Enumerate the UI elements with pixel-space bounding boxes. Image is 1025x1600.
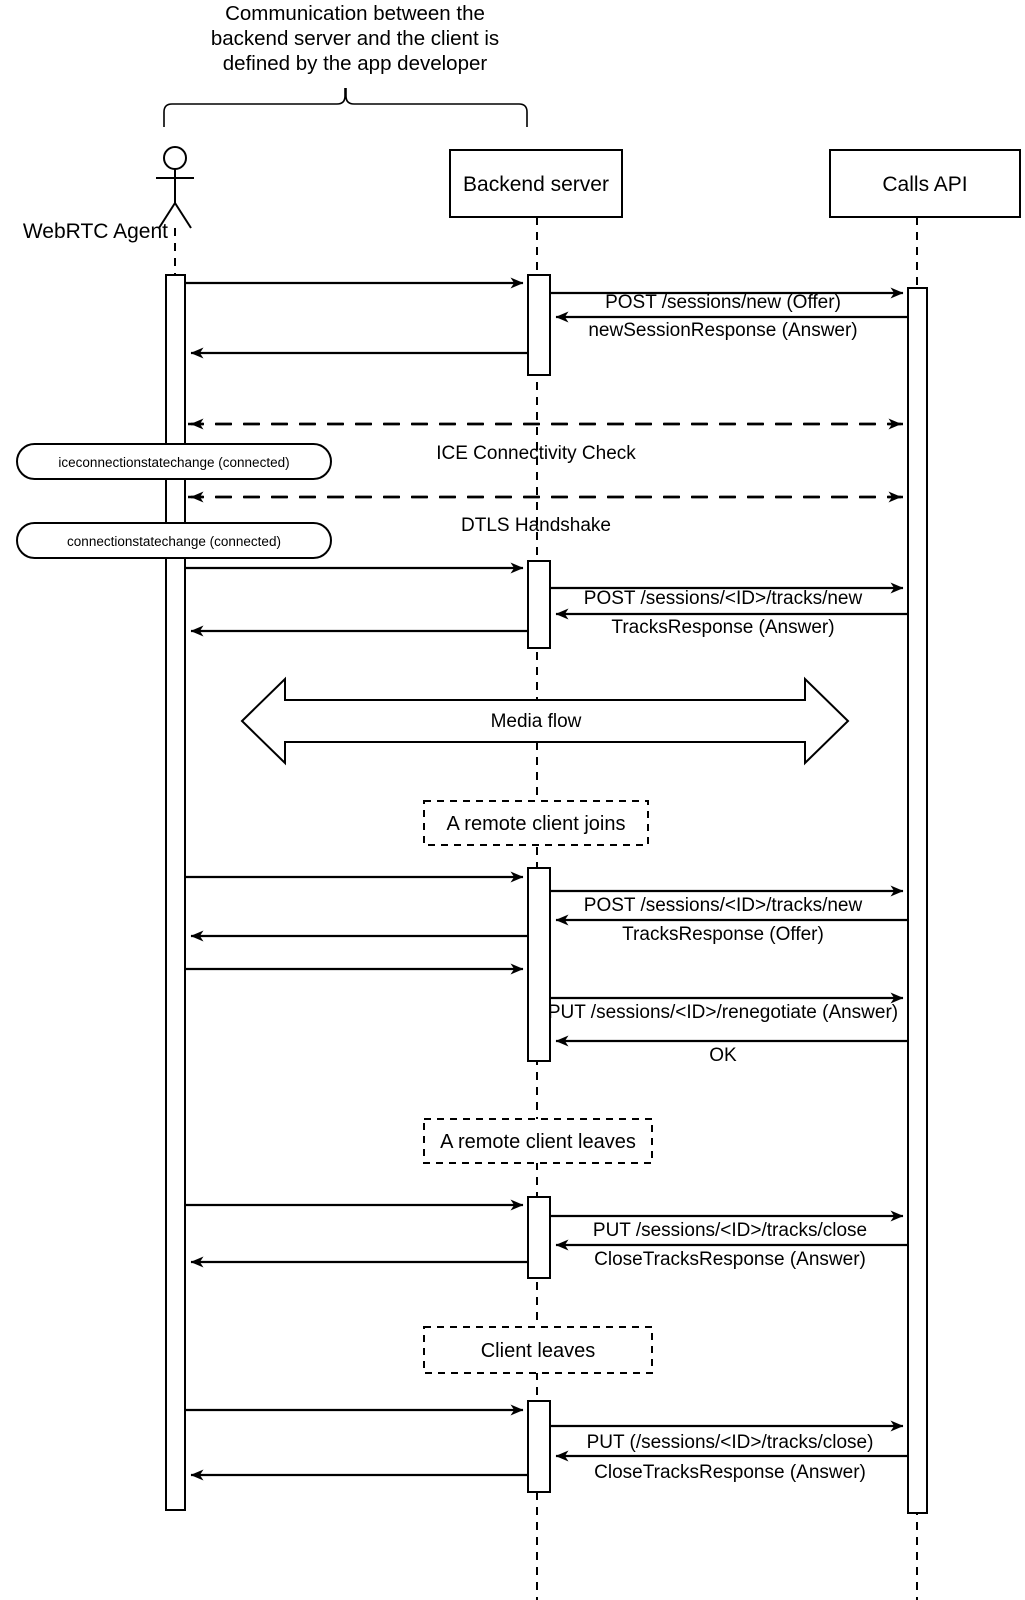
event-pill-iceconnectionstatechange: iceconnectionstatechange (connected) [16,443,332,480]
event-pill-label-2: connectionstatechange (connected) [67,534,281,549]
note-label-2: A remote client leaves [440,1131,636,1153]
participant-label-webrtc-agent: WebRTC Agent [23,220,168,243]
activation-backend-5 [527,1400,551,1493]
message-group-client-leaves: PUT (/sessions/<ID>/tracks/close) CloseT… [185,1404,908,1483]
diagram-title: Communication between the backend server… [211,2,499,75]
message-label-m7: Media flow [491,711,582,732]
title-line-3: defined by the app developer [223,52,488,75]
message-label-m8: POST /sessions/<ID>/tracks/new [584,895,863,916]
message-label-m15: CloseTracksResponse (Answer) [594,1462,866,1483]
activation-calls-api [907,287,928,1514]
message-label-m13: CloseTracksResponse (Answer) [594,1249,866,1270]
message-label-m12: PUT /sessions/<ID>/tracks/close [593,1220,867,1241]
message-label-m2: newSessionResponse (Answer) [588,320,857,341]
activation-webrtc-agent [165,274,186,1511]
activation-backend-4 [527,1196,551,1279]
activation-backend-3 [527,867,551,1062]
message-label-m1: POST /sessions/new (Offer) [605,292,841,313]
note-client-leaves: Client leaves [423,1326,653,1374]
media-flow-arrow: Media flow [240,676,850,766]
event-pill-connectionstatechange: connectionstatechange (connected) [16,522,332,559]
title-line-2: backend server and the client is [211,27,499,50]
message-label-m9: TracksResponse (Offer) [622,924,824,945]
note-label-3: Client leaves [481,1340,596,1362]
event-pill-label-1: iceconnectionstatechange (connected) [58,455,289,470]
message-label-m4: DTLS Handshake [461,515,611,536]
participant-calls-api: Calls API [829,149,1021,218]
message-group-tracks-new: POST /sessions/<ID>/tracks/new TracksRes… [185,562,908,638]
activation-backend-2 [527,560,551,649]
message-group-ice-dtls: ICE Connectivity Check DTLS Handshake [188,418,903,536]
note-label-1: A remote client joins [447,813,626,835]
message-label-m11: OK [709,1045,737,1066]
scope-brace [163,88,528,127]
message-group-renegotiate: POST /sessions/<ID>/tracks/new TracksRes… [185,871,908,1066]
participant-label-backend-server: Backend server [463,173,609,196]
message-label-m6: TracksResponse (Answer) [611,617,834,638]
message-label-m10: PUT /sessions/<ID>/renegotiate (Answer) [548,1002,898,1023]
participant-webrtc-agent: WebRTC Agent [23,146,194,243]
message-label-m3: ICE Connectivity Check [436,443,636,464]
message-label-m14: PUT (/sessions/<ID>/tracks/close) [587,1432,874,1453]
note-remote-client-leaves: A remote client leaves [423,1118,653,1164]
activation-bars [165,274,928,1514]
participant-label-calls-api: Calls API [882,173,967,196]
note-remote-client-joins: A remote client joins [423,800,649,846]
title-line-1: Communication between the [225,2,485,25]
participant-backend-server: Backend server [449,149,623,218]
message-label-m5: POST /sessions/<ID>/tracks/new [584,588,863,609]
message-group-session-setup: POST /sessions/new (Offer) newSessionRes… [185,277,908,359]
activation-backend-1 [527,274,551,376]
message-group-tracks-close: PUT /sessions/<ID>/tracks/close CloseTra… [185,1199,908,1270]
